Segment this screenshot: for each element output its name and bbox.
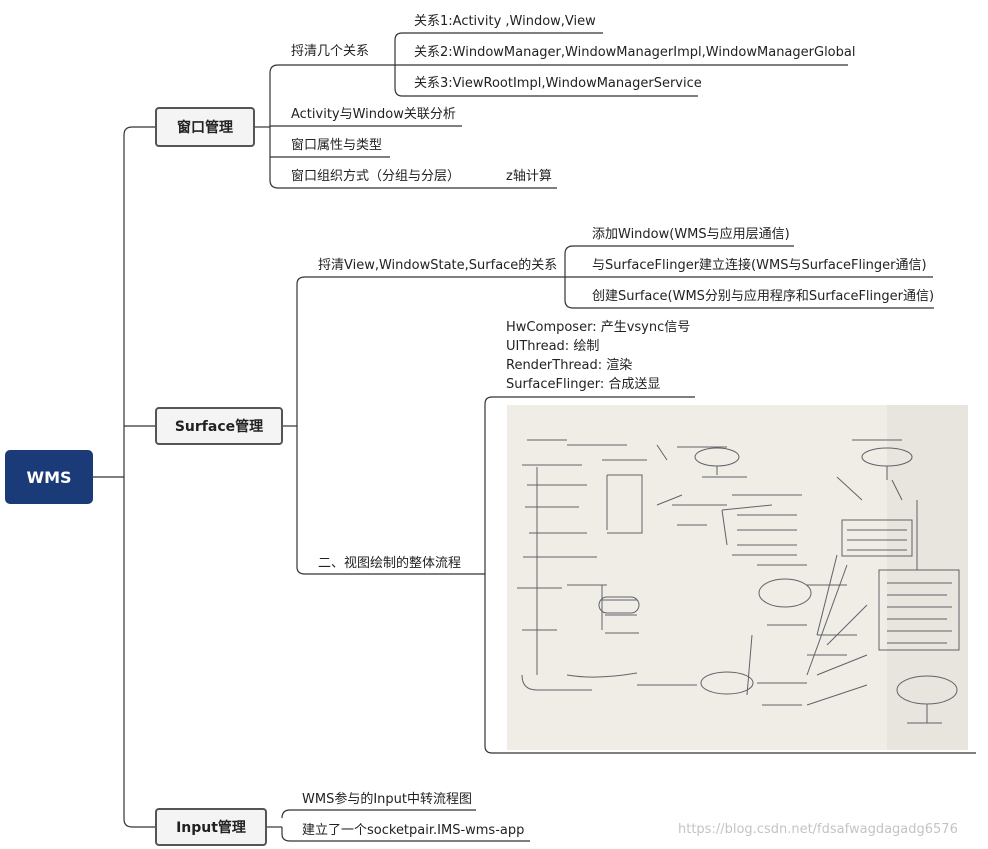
handwritten-flow-photo: [507, 405, 968, 750]
flow-notes: HwComposer: 产生vsync信号 UIThread: 绘制 Rende…: [506, 318, 690, 394]
topic-window-org[interactable]: 窗口组织方式（分组与分层）: [291, 169, 461, 184]
topic-view-windowstate-surface[interactable]: 捋清View,WindowState,Surface的关系: [318, 258, 558, 273]
branch-input-management[interactable]: Input管理: [155, 808, 267, 846]
topic-relations[interactable]: 捋清几个关系: [291, 44, 370, 59]
note-renderthread: RenderThread: 渲染: [506, 358, 633, 373]
sketch-drawing: [507, 405, 968, 750]
item-socketpair[interactable]: 建立了一个socketpair.IMS-wms-app: [302, 823, 525, 838]
topic-attrs-types[interactable]: 窗口属性与类型: [291, 138, 383, 153]
branch-label: 窗口管理: [177, 120, 233, 136]
watermark-text: https://blog.csdn.net/fdsafwagdagadg6576: [678, 822, 958, 837]
topic-z-axis[interactable]: z轴计算: [506, 169, 552, 184]
relation-1[interactable]: 关系1:Activity ,Window,View: [414, 14, 596, 29]
note-uithread: UIThread: 绘制: [506, 339, 600, 354]
item-input-flow[interactable]: WMS参与的Input中转流程图: [302, 792, 472, 807]
topic-activity-window[interactable]: Activity与Window关联分析: [291, 107, 456, 122]
relation-3[interactable]: 关系3:ViewRootImpl,WindowManagerService: [414, 76, 702, 91]
root-label: WMS: [26, 467, 72, 487]
note-hwcomposer: HwComposer: 产生vsync信号: [506, 320, 691, 335]
item-connect-surfaceflinger[interactable]: 与SurfaceFlinger建立连接(WMS与SurfaceFlinger通信…: [592, 258, 927, 273]
root-node-wms[interactable]: WMS: [5, 450, 93, 504]
item-create-surface[interactable]: 创建Surface(WMS分别与应用程序和SurfaceFlinger通信): [592, 289, 935, 304]
item-add-window[interactable]: 添加Window(WMS与应用层通信): [592, 227, 790, 242]
branch-label: Input管理: [176, 820, 246, 836]
branch-surface-management[interactable]: Surface管理: [155, 407, 283, 445]
relation-2[interactable]: 关系2:WindowManager,WindowManagerImpl,Wind…: [414, 45, 856, 60]
branch-window-management[interactable]: 窗口管理: [155, 107, 255, 147]
branch-label: Surface管理: [174, 419, 264, 435]
note-surfaceflinger: SurfaceFlinger: 合成送显: [506, 377, 661, 392]
topic-draw-flow[interactable]: 二、视图绘制的整体流程: [318, 556, 462, 571]
